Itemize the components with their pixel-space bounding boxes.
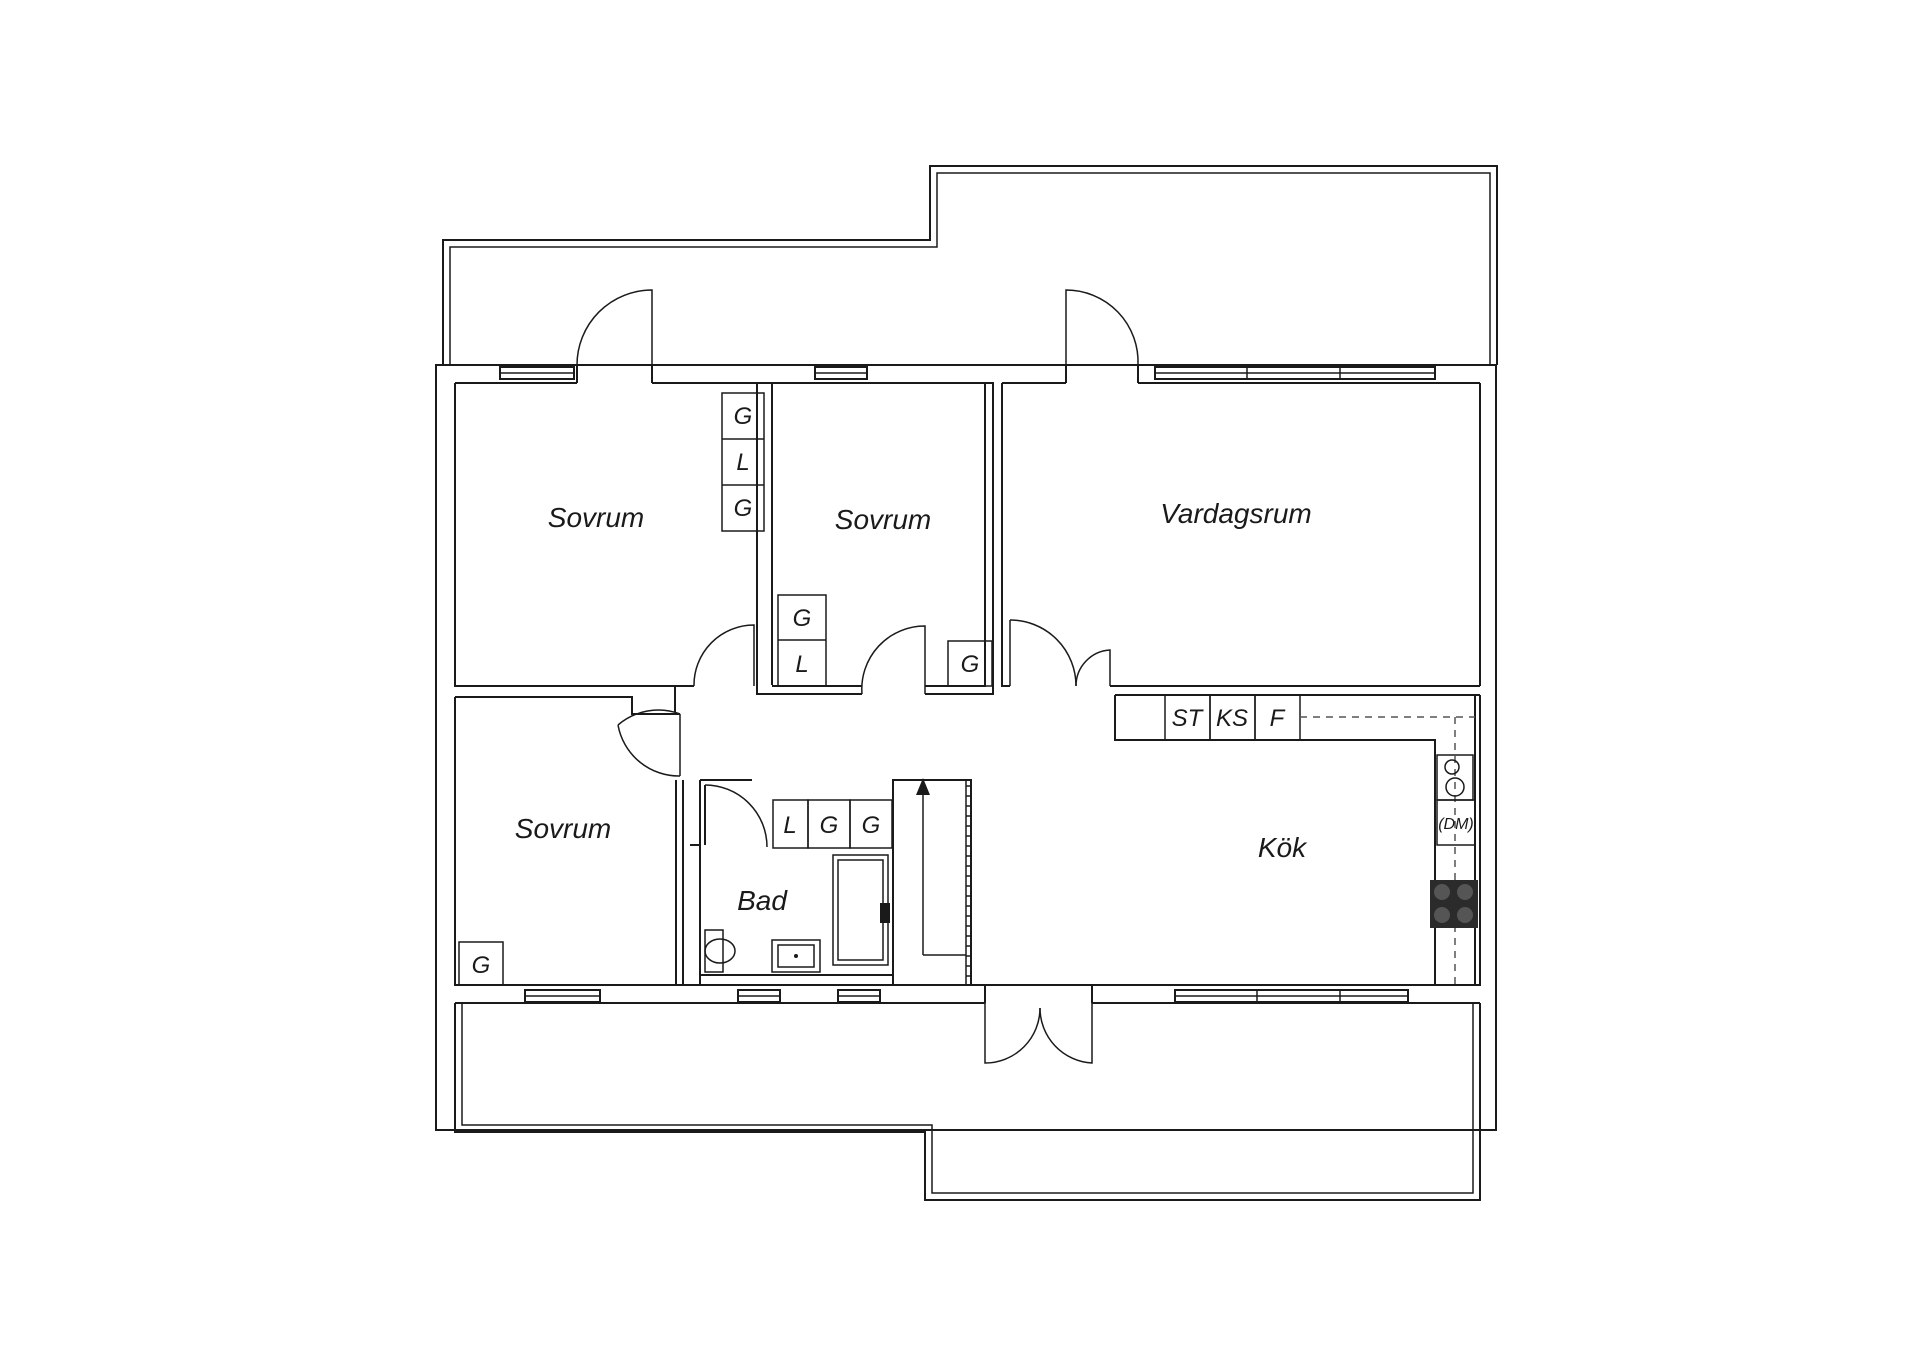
lower-balcony	[454, 1003, 1481, 1201]
toilet	[704, 929, 736, 973]
kitchen-label-st: ST	[1172, 705, 1205, 732]
outer-walls	[435, 364, 1497, 1131]
washbasin	[771, 939, 821, 973]
closet-label-b1-mid: L	[736, 449, 749, 476]
bathtub	[832, 854, 890, 966]
closet-label-b2-l: L	[795, 651, 808, 678]
closet-label-b1-top: G	[734, 403, 753, 430]
door-bath[interactable]	[704, 784, 768, 848]
interior-walls	[455, 383, 1480, 986]
closet-label-b3-g: G	[472, 952, 491, 979]
kitchen-label-ks: KS	[1216, 705, 1248, 732]
room-label-sovrum-3: Sovrum	[515, 813, 611, 844]
room-label-vardagsrum: Vardagsrum	[1160, 498, 1311, 529]
stair-rail	[922, 780, 972, 985]
door-bedroom-1[interactable]	[693, 624, 755, 687]
windows-bottom	[455, 989, 1480, 1004]
door-living-room[interactable]	[1009, 619, 1111, 687]
closet-label-b2-g: G	[793, 605, 812, 632]
room-label-kok: Kök	[1258, 832, 1308, 863]
room-label-sovrum-2: Sovrum	[835, 504, 931, 535]
closet-label-bad-g2: G	[862, 812, 881, 839]
stove	[1430, 880, 1478, 928]
top-wall	[455, 365, 1480, 686]
door-bedroom-3[interactable]	[617, 709, 681, 777]
dishwasher	[1436, 799, 1476, 846]
balcony-door-right[interactable]	[1065, 289, 1139, 366]
kitchen-appliances	[1164, 694, 1475, 985]
closets	[458, 392, 993, 986]
stair-arrow-icon	[916, 778, 930, 795]
closet-label-bad-l: L	[783, 812, 796, 839]
windows-top	[499, 366, 1436, 380]
closet-label-b1-bottom: G	[734, 495, 753, 522]
room-label-bad: Bad	[737, 885, 788, 916]
entrance-door[interactable]	[984, 985, 1093, 1064]
closet-label-bad-g1: G	[820, 812, 839, 839]
balcony-door-left[interactable]	[576, 289, 653, 366]
room-label-sovrum-1: Sovrum	[548, 502, 644, 533]
door-bedroom-2[interactable]	[861, 625, 926, 695]
kitchen-label-dm: (DM)	[1438, 816, 1474, 833]
upper-balcony	[442, 165, 1498, 365]
kitchen-label-f: F	[1270, 705, 1286, 732]
closet-label-b2-g2: G	[961, 651, 980, 678]
